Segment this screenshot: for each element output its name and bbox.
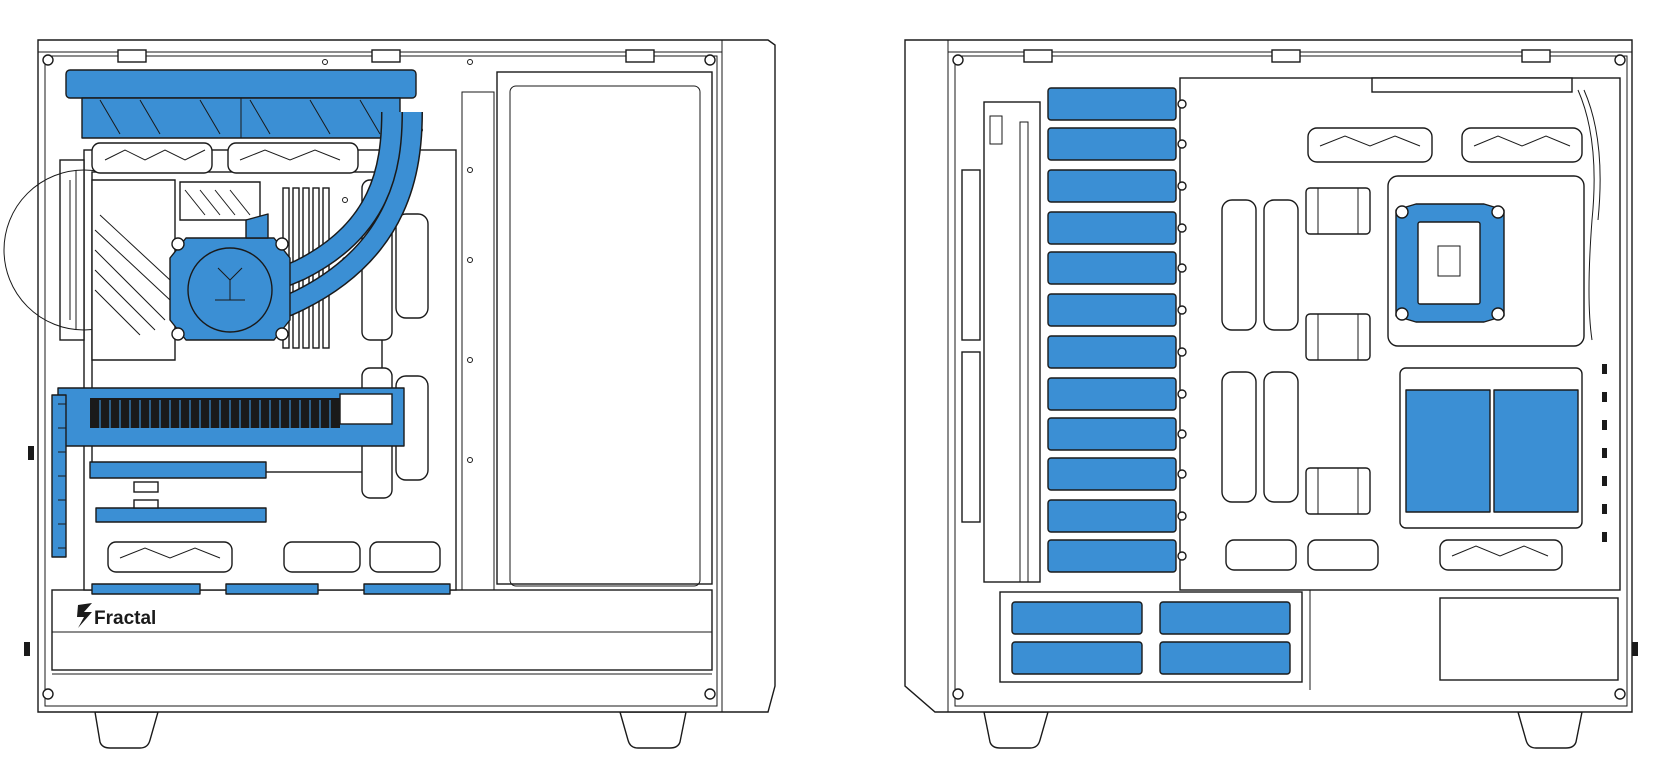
top-radiator-with-fans bbox=[65, 69, 417, 139]
left-thumbscrew bbox=[24, 642, 30, 656]
svg-text:Fractal: Fractal bbox=[94, 608, 156, 629]
top-latches bbox=[117, 49, 655, 63]
psu-shroud bbox=[51, 589, 713, 671]
psu-bay bbox=[1439, 597, 1619, 681]
left-front-foot bbox=[94, 711, 159, 749]
front-fans bbox=[3, 159, 165, 341]
cpu-backplate bbox=[1395, 203, 1505, 323]
right-top-latches bbox=[1023, 49, 1551, 63]
hdd-tray-clips bbox=[1177, 99, 1187, 561]
right-rear-foot bbox=[1517, 711, 1583, 749]
right-vertical-grommets bbox=[1221, 199, 1299, 503]
right-side-view bbox=[904, 39, 1638, 749]
rear-ssd-drives bbox=[1405, 389, 1579, 513]
cpu-water-block bbox=[169, 213, 291, 341]
fan-hub bbox=[1371, 77, 1601, 341]
right-top-grommets bbox=[1307, 127, 1583, 163]
bottom-ssd-trays bbox=[91, 583, 451, 595]
left-rear-foot bbox=[619, 711, 687, 749]
right-side-cable-slots bbox=[1602, 364, 1607, 542]
right-bottom-grommets bbox=[1225, 539, 1563, 571]
corner-screws bbox=[42, 54, 716, 700]
fractal-logo-icon bbox=[77, 603, 92, 628]
right-front-foot bbox=[983, 711, 1049, 749]
ssd-brackets bbox=[1305, 187, 1371, 515]
fractal-logo: Fractal bbox=[77, 603, 156, 629]
right-thumbscrew bbox=[1632, 642, 1638, 656]
graphics-card bbox=[57, 387, 405, 447]
bottom-cable-grommets bbox=[107, 541, 441, 573]
vrm-heatsink bbox=[91, 179, 261, 361]
left-side-view: Fractal bbox=[3, 39, 776, 749]
expansion-cards bbox=[89, 461, 267, 523]
rear-expansion-slots bbox=[28, 394, 67, 558]
right-corner-screws bbox=[952, 54, 1626, 700]
cable-cover-panel bbox=[496, 71, 713, 585]
hdd-tray-stack bbox=[1047, 87, 1177, 573]
bottom-hdd-cage bbox=[999, 591, 1303, 683]
top-cable-grommets bbox=[91, 142, 359, 174]
